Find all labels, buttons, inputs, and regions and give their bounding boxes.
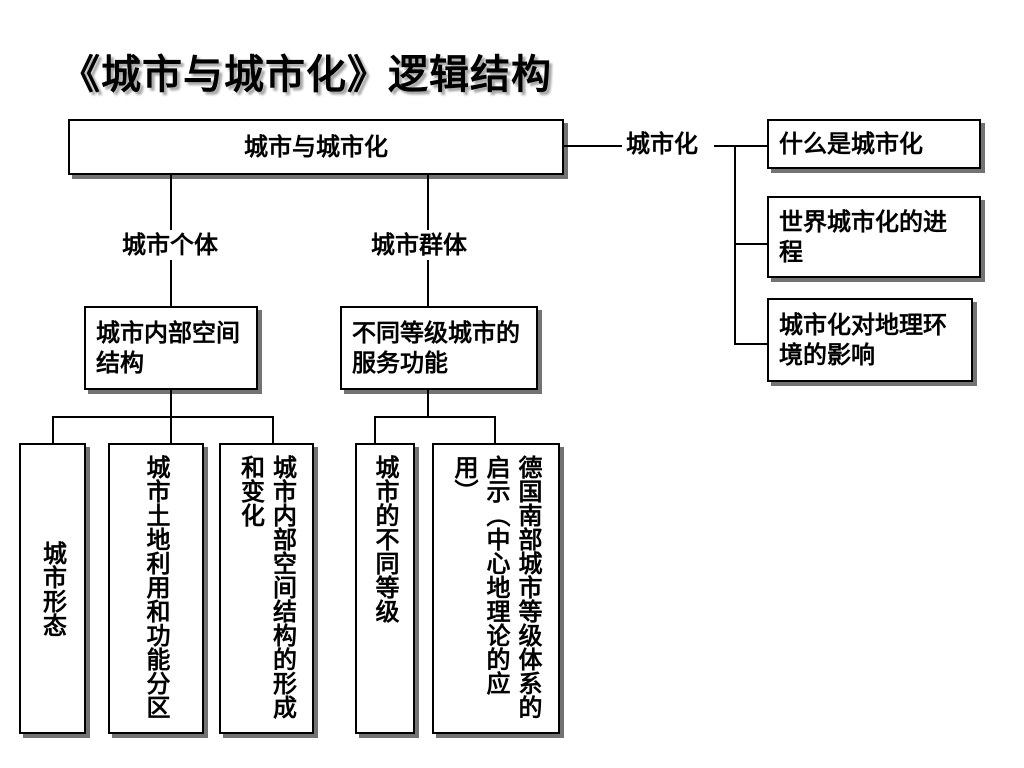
service-functions-label: 不同等级城市的服务功能 <box>352 319 520 377</box>
connector-urbanization-item-3 <box>734 343 768 345</box>
connector-group-leaves <box>374 416 496 418</box>
connector-urbanization-vertical <box>734 145 736 345</box>
connector-leaf-1 <box>52 416 54 444</box>
connector-leaf-3 <box>272 416 274 444</box>
connector-urbanization-trunk <box>714 145 734 147</box>
leaf-group-2: 德国南部城市等级体系的启示（中心地理论的应用） <box>432 443 560 734</box>
connector-urbanization-item-1 <box>734 145 768 147</box>
root-label: 城市与城市化 <box>244 133 388 161</box>
branch-individual-label: 城市个体 <box>118 230 222 260</box>
page-title: 《城市与城市化》逻辑结构 <box>60 52 552 98</box>
leaf-individual-3: 城市内部空间结构的形成和变化 <box>219 443 314 734</box>
branch-urbanization-label: 城市化 <box>622 129 702 159</box>
leaf-group-1: 城市的不同等级 <box>355 443 415 734</box>
root-box: 城市与城市化 <box>68 119 564 175</box>
urbanization-item-3: 城市化对地理环境的影响 <box>767 298 973 382</box>
branch-group-label: 城市群体 <box>367 230 471 260</box>
connector-leaf-4 <box>374 416 376 444</box>
service-functions-box: 不同等级城市的服务功能 <box>340 306 538 390</box>
connector-leaf-5 <box>494 416 496 444</box>
connector-individual-leaves <box>52 416 274 418</box>
leaf-individual-2-label: 城市土地利用和功能分区 <box>142 455 170 719</box>
connector-leaf-2 <box>170 416 172 444</box>
urbanization-item-2: 世界城市化的进程 <box>767 196 981 278</box>
leaf-individual-1-label: 城市形态 <box>38 540 67 637</box>
leaf-group-2-label: 德国南部城市等级体系的启示（中心地理论的应用） <box>450 455 542 719</box>
leaf-group-1-label: 城市的不同等级 <box>371 455 399 623</box>
connector-structure-down <box>170 388 172 416</box>
connector-urbanization-item-2 <box>734 243 768 245</box>
internal-structure-box: 城市内部空间结构 <box>84 306 258 390</box>
urbanization-item-1-label: 什么是城市化 <box>779 130 923 158</box>
leaf-individual-3-label: 城市内部空间结构的形成和变化 <box>236 455 297 719</box>
urbanization-item-3-label: 城市化对地理环境的影响 <box>779 311 947 369</box>
connector-root-urbanization <box>563 145 623 147</box>
leaf-individual-1: 城市形态 <box>19 443 86 734</box>
leaf-individual-2: 城市土地利用和功能分区 <box>108 443 204 734</box>
internal-structure-label: 城市内部空间结构 <box>96 319 240 377</box>
urbanization-item-1: 什么是城市化 <box>767 119 981 169</box>
connector-services-down <box>427 388 429 416</box>
urbanization-item-2-label: 世界城市化的进程 <box>779 208 947 266</box>
